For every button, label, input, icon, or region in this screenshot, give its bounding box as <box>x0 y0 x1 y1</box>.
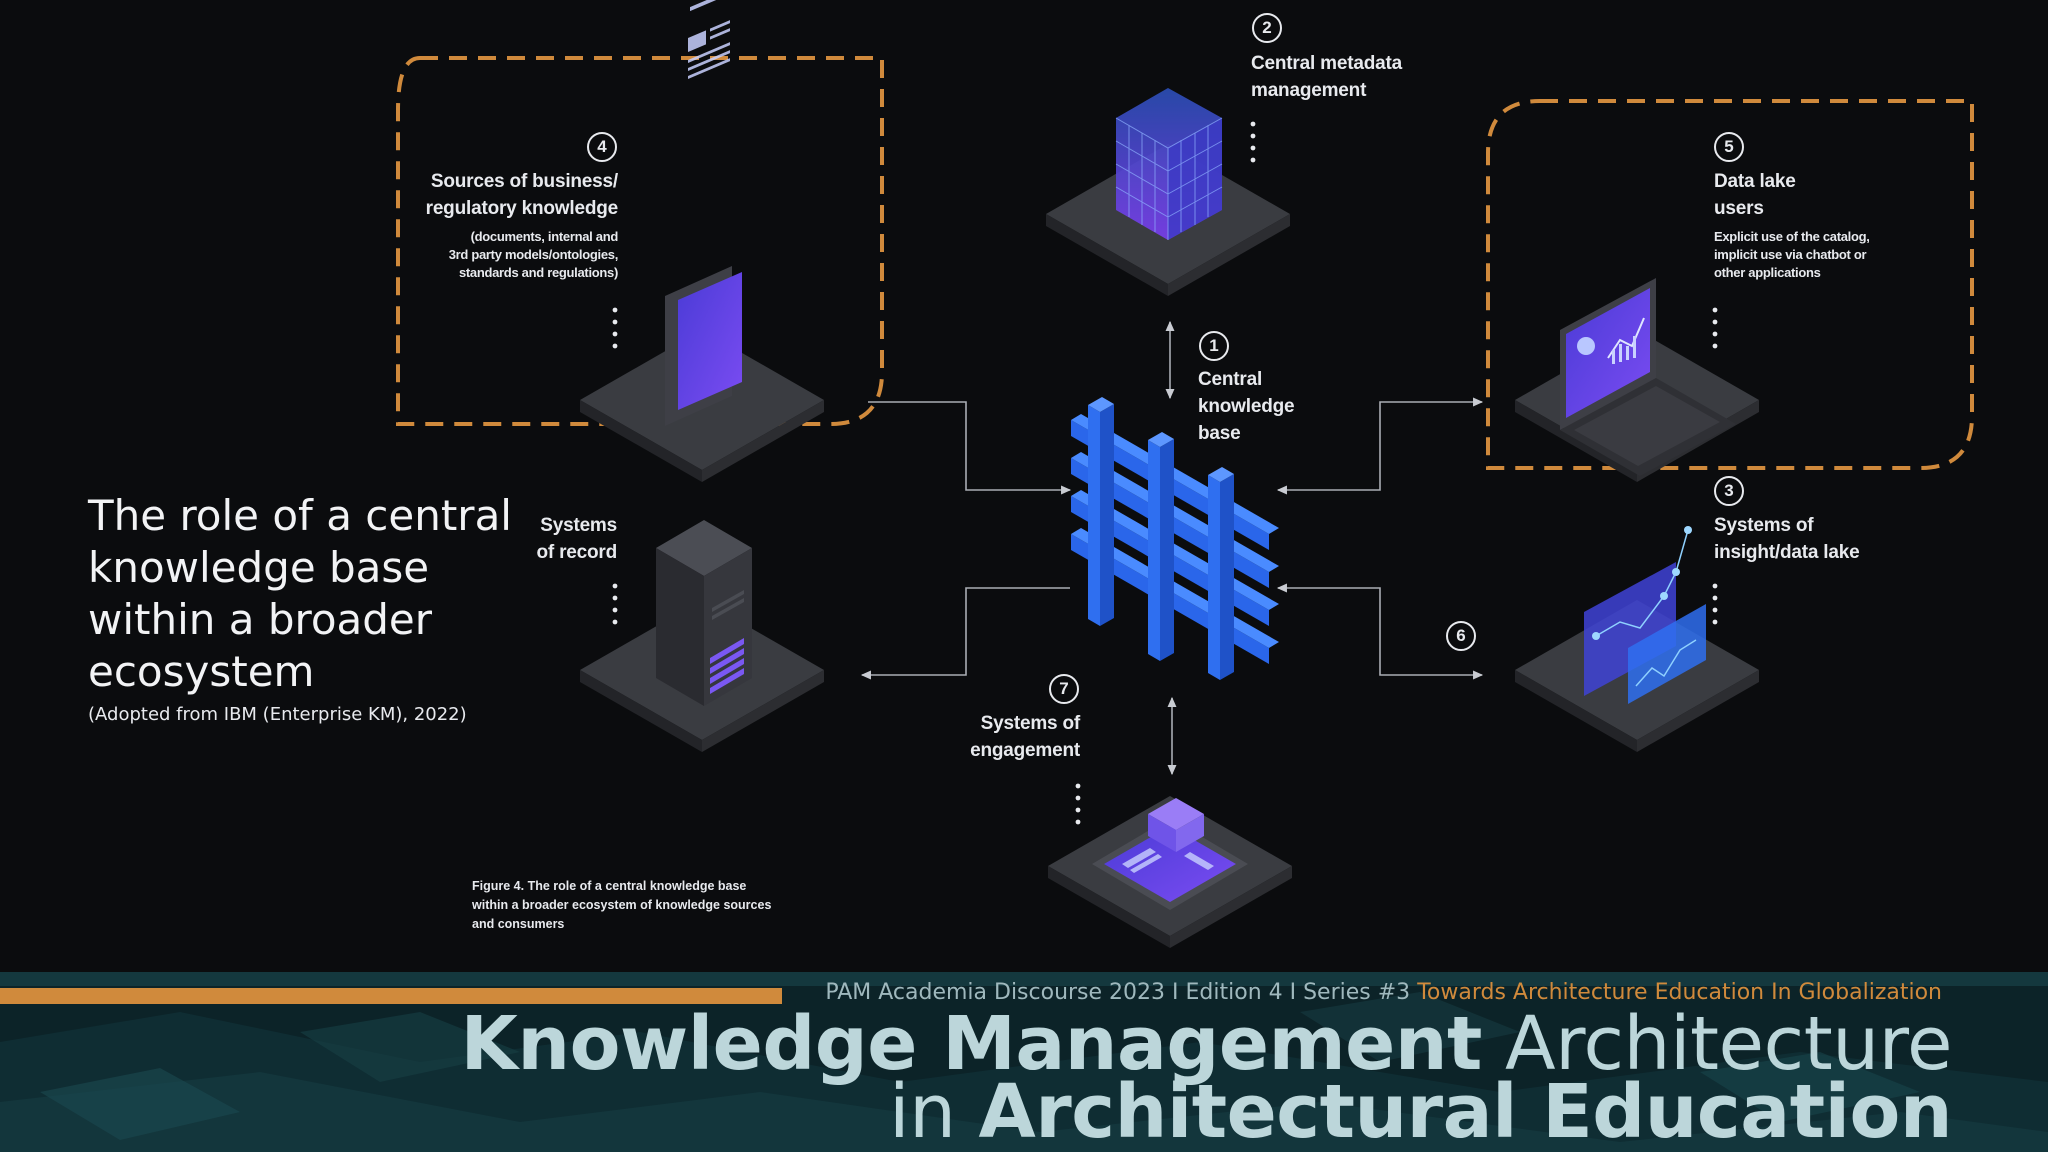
server-icon <box>656 520 752 706</box>
node-number-7: 7 <box>1049 674 1079 704</box>
connectors <box>860 320 1484 776</box>
figure-caption: Figure 4. The role of a central knowledg… <box>472 877 802 934</box>
label-line: engagement <box>970 740 1080 761</box>
title-light-part: Architecture <box>1504 1001 1953 1087</box>
label-line: Central <box>1198 369 1263 390</box>
cube-grid-icon <box>1115 88 1223 240</box>
label-line: users <box>1714 198 1764 219</box>
label-line: Systems of <box>1714 515 1814 536</box>
label-line: Data lake <box>1714 171 1796 192</box>
central-metadata-label: Central metadata management <box>1251 50 1402 104</box>
lattice-icon <box>1071 397 1279 680</box>
note-line: Explicit use of the catalog, <box>1714 229 1870 244</box>
node-number-3: 3 <box>1714 476 1744 506</box>
slide-title: The role of a central knowledge base wit… <box>88 491 512 696</box>
laptop-icon <box>1560 278 1736 476</box>
title-bold-part: Architectural Education <box>978 1069 1953 1152</box>
label-line: management <box>1251 80 1367 101</box>
title-light-part: in <box>889 1069 956 1152</box>
footer-banner: PAM Academia Discourse 2023 I Edition 4 … <box>0 972 2048 1152</box>
ecosystem-diagram <box>396 0 1974 948</box>
footer-title-line-2: in Architectural Education <box>889 1072 1952 1152</box>
series-prefix: PAM Academia Discourse 2023 I Edition 4 … <box>825 980 1411 1005</box>
label-line: Systems <box>540 515 617 536</box>
series-highlight: Towards Architecture Education In Global… <box>1417 980 1942 1005</box>
dotted-leaders <box>612 121 1718 825</box>
footer-title-line-1: Knowledge Management Architecture <box>460 1001 1953 1087</box>
group-box-users <box>1486 99 1974 470</box>
node-number-2: 2 <box>1252 13 1282 43</box>
tablet-icon <box>1092 798 1248 910</box>
central-knowledge-base-label: Central knowledge base <box>1198 366 1295 447</box>
label-line: Systems of <box>980 713 1081 734</box>
documents-icon <box>665 0 742 426</box>
note-line: implicit use via chatbot or <box>1714 247 1867 262</box>
label-line: of record <box>536 542 617 563</box>
node-number-4: 4 <box>587 132 617 162</box>
title-bold-part: Knowledge Management <box>460 1001 1483 1087</box>
note-line: 3rd party models/ontologies, <box>448 247 619 262</box>
label-line: base <box>1198 423 1241 444</box>
slide-source: (Adopted from IBM (Enterprise KM), 2022) <box>88 704 467 725</box>
systems-of-insight-label: Systems of insight/data lake <box>1714 512 1860 566</box>
note-line: (documents, internal and <box>470 229 619 244</box>
node-number-5: 5 <box>1714 132 1744 162</box>
note-line: other applications <box>1714 265 1821 280</box>
node-number-1: 1 <box>1199 331 1229 361</box>
caption-line: and consumers <box>472 917 565 931</box>
systems-of-engagement-label: Systems of engagement <box>920 710 1080 764</box>
series-line: PAM Academia Discourse 2023 I Edition 4 … <box>825 980 1942 1005</box>
note-line: standards and regulations) <box>458 265 618 280</box>
data-lake-users-label: Data lake users <box>1714 168 1796 222</box>
systems-of-record-label: Systems of record <box>480 512 617 566</box>
data-lake-users-note: Explicit use of the catalog, implicit us… <box>1714 228 1870 282</box>
sources-of-knowledge-note: (documents, internal and 3rd party model… <box>380 228 619 282</box>
dashboard-panels-icon <box>1584 526 1706 704</box>
node-number-6: 6 <box>1446 621 1476 651</box>
group-box-sources <box>396 56 884 426</box>
label-line: Central metadata <box>1251 53 1402 74</box>
label-line: knowledge <box>1198 396 1295 417</box>
label-line: regulatory knowledge <box>425 198 619 219</box>
accent-bar <box>0 988 782 1004</box>
caption-line: Figure 4. The role of a central knowledg… <box>472 879 747 893</box>
sources-of-knowledge-label: Sources of business/ regulatory knowledg… <box>380 168 619 222</box>
label-line: insight/data lake <box>1714 542 1860 563</box>
label-line: Sources of business/ <box>430 171 618 192</box>
caption-line: within a broader ecosystem of knowledge … <box>472 898 772 912</box>
